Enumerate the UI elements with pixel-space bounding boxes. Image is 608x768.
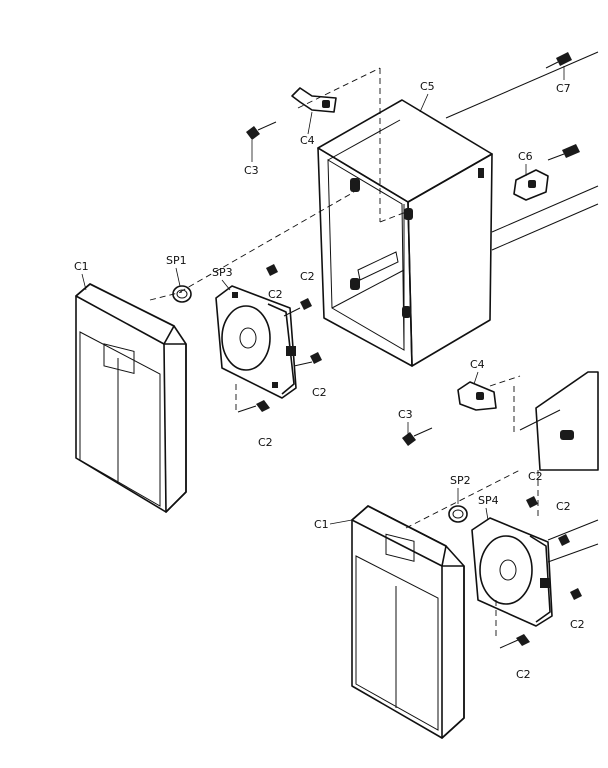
label-c2-c: C2 — [312, 386, 327, 399]
label-c2-b: C2 — [300, 270, 315, 283]
label-sp4: SP4 — [478, 494, 499, 507]
ring-sp2 — [448, 505, 468, 523]
bracket-c6 — [513, 144, 580, 201]
label-sp2: SP2 — [450, 474, 471, 487]
speaker-sp3 — [215, 285, 297, 399]
label-c2-g: C2 — [570, 618, 585, 631]
label-c2-a: C2 — [268, 288, 283, 301]
screw-c3-top — [246, 121, 277, 140]
label-c5: C5 — [420, 80, 435, 93]
label-c2-h: C2 — [516, 668, 531, 681]
ring-sp1 — [172, 285, 192, 303]
bracket-c4-bottom — [457, 381, 497, 411]
label-c6: C6 — [518, 150, 533, 163]
label-c1-top: C1 — [74, 260, 89, 273]
grille-c1-bottom — [351, 505, 465, 739]
label-c1-bottom: C1 — [314, 518, 329, 531]
callout-labels: C1 SP1 SP3 C2 C2 C2 C2 C3 C4 C5 C6 C7 C4… — [74, 66, 585, 681]
label-c7: C7 — [556, 82, 571, 95]
cabinet-c5-lower — [519, 371, 599, 563]
label-c4-bottom: C4 — [470, 358, 485, 371]
screws-c2-sp4 — [499, 496, 582, 649]
label-c4-top: C4 — [300, 134, 315, 147]
label-c2-e: C2 — [528, 470, 543, 483]
cabinet-c5 — [317, 51, 599, 367]
bracket-c4-top — [291, 87, 337, 113]
label-c3-top: C3 — [244, 164, 259, 177]
alignment-lines — [149, 67, 539, 640]
label-c2-d: C2 — [258, 436, 273, 449]
grille-c1-top — [75, 283, 187, 513]
screw-c7 — [545, 52, 572, 69]
label-c3-bottom: C3 — [398, 408, 413, 421]
label-c2-f: C2 — [556, 500, 571, 513]
screw-c3-bottom — [402, 427, 433, 446]
label-sp1: SP1 — [166, 254, 187, 267]
screws-c2-sp3 — [237, 264, 322, 413]
speaker-sp4 — [471, 517, 553, 627]
label-sp3: SP3 — [212, 266, 233, 279]
